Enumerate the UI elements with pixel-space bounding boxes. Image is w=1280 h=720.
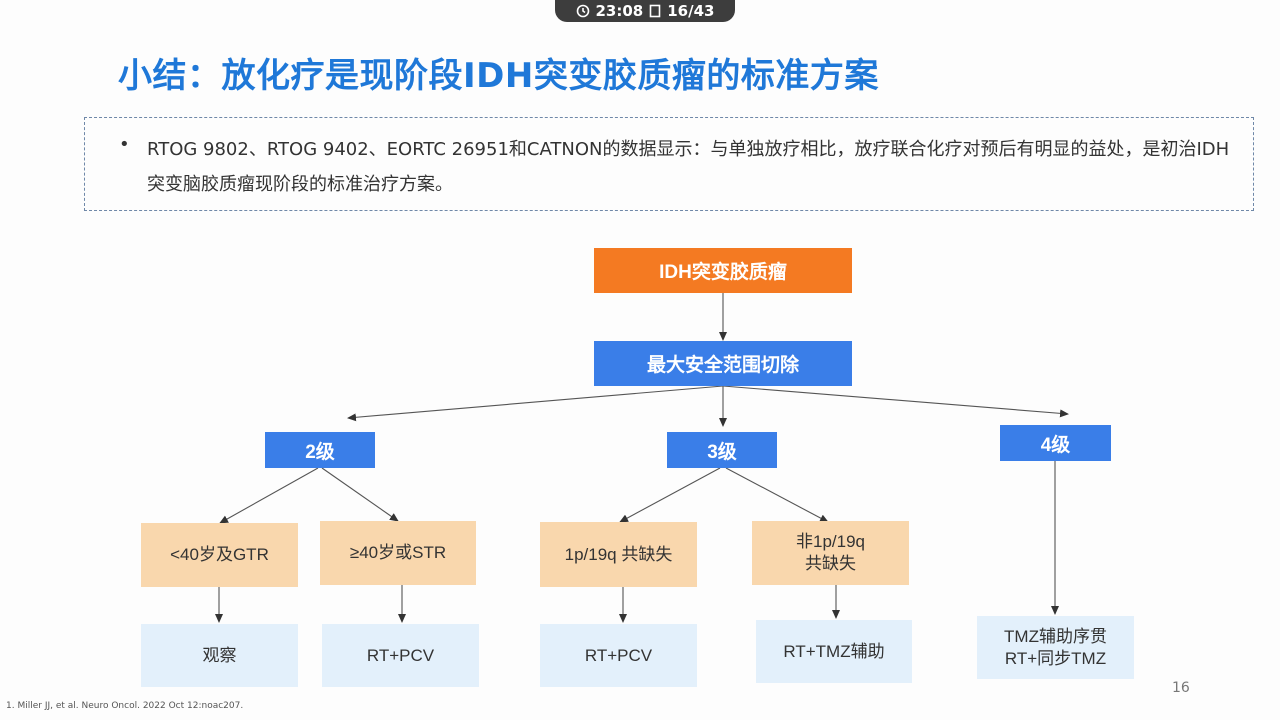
non-codel-line1: 非1p/19q: [796, 532, 865, 551]
arrow-grade2-young: [219, 467, 319, 524]
non-codel-line2: 共缺失: [805, 554, 856, 573]
summary-box: • RTOG 9802、RTOG 9402、EORTC 26951和CATNON…: [84, 117, 1254, 211]
slide-title: 小结：放化疗是现阶段IDH突变胶质瘤的标准方案: [118, 56, 879, 96]
flow-node-idh-glioma: IDH突变胶质瘤: [594, 248, 852, 293]
status-bar: 23:08 16/43: [555, 0, 735, 22]
arrow-surgery-grade2: [347, 385, 724, 422]
status-time: 23:08: [595, 2, 644, 20]
flow-node-rt-tmz-adjuvant: RT+TMZ辅助: [756, 620, 912, 683]
clock-icon: [576, 4, 589, 18]
flow-node-grade3: 3级: [667, 432, 777, 468]
flow-node-tmz-sequential: TMZ辅助序贯 RT+同步TMZ: [977, 616, 1134, 679]
flow-node-observation: 观察: [141, 624, 298, 687]
page-number: 16: [1172, 680, 1190, 696]
g4-tx-line1: TMZ辅助序贯: [1004, 626, 1107, 646]
arrow-grade3-codel: [619, 467, 721, 523]
flow-node-under40-gtr: <40岁及GTR: [141, 523, 298, 587]
arrow-surgery-grade4: [722, 385, 1069, 418]
flow-node-grade2: 2级: [265, 432, 375, 468]
flow-node-rt-pcv-grade2: RT+PCV: [322, 624, 479, 687]
status-page-counter: 16/43: [667, 2, 715, 20]
flow-node-non-1p19q-codeleted: 非1p/19q 共缺失: [752, 521, 909, 585]
summary-text: RTOG 9802、RTOG 9402、EORTC 26951和CATNON的数…: [147, 139, 1230, 195]
flow-node-max-safe-resection: 最大安全范围切除: [594, 341, 852, 386]
page-icon: [649, 4, 661, 18]
reference-footnote: 1. Miller JJ, et al. Neuro Oncol. 2022 O…: [6, 701, 244, 711]
arrow-grade2-old: [321, 467, 399, 522]
arrow-grade3-noncodel: [725, 467, 829, 523]
flow-node-1p19q-codeleted: 1p/19q 共缺失: [540, 522, 697, 587]
flow-node-grade4: 4级: [1000, 425, 1111, 461]
summary-bullet: •: [119, 134, 130, 155]
flow-node-rt-pcv-grade3: RT+PCV: [540, 624, 697, 687]
flow-node-over40-str: ≥40岁或STR: [320, 521, 476, 585]
g4-tx-line2: RT+同步TMZ: [1004, 648, 1107, 668]
